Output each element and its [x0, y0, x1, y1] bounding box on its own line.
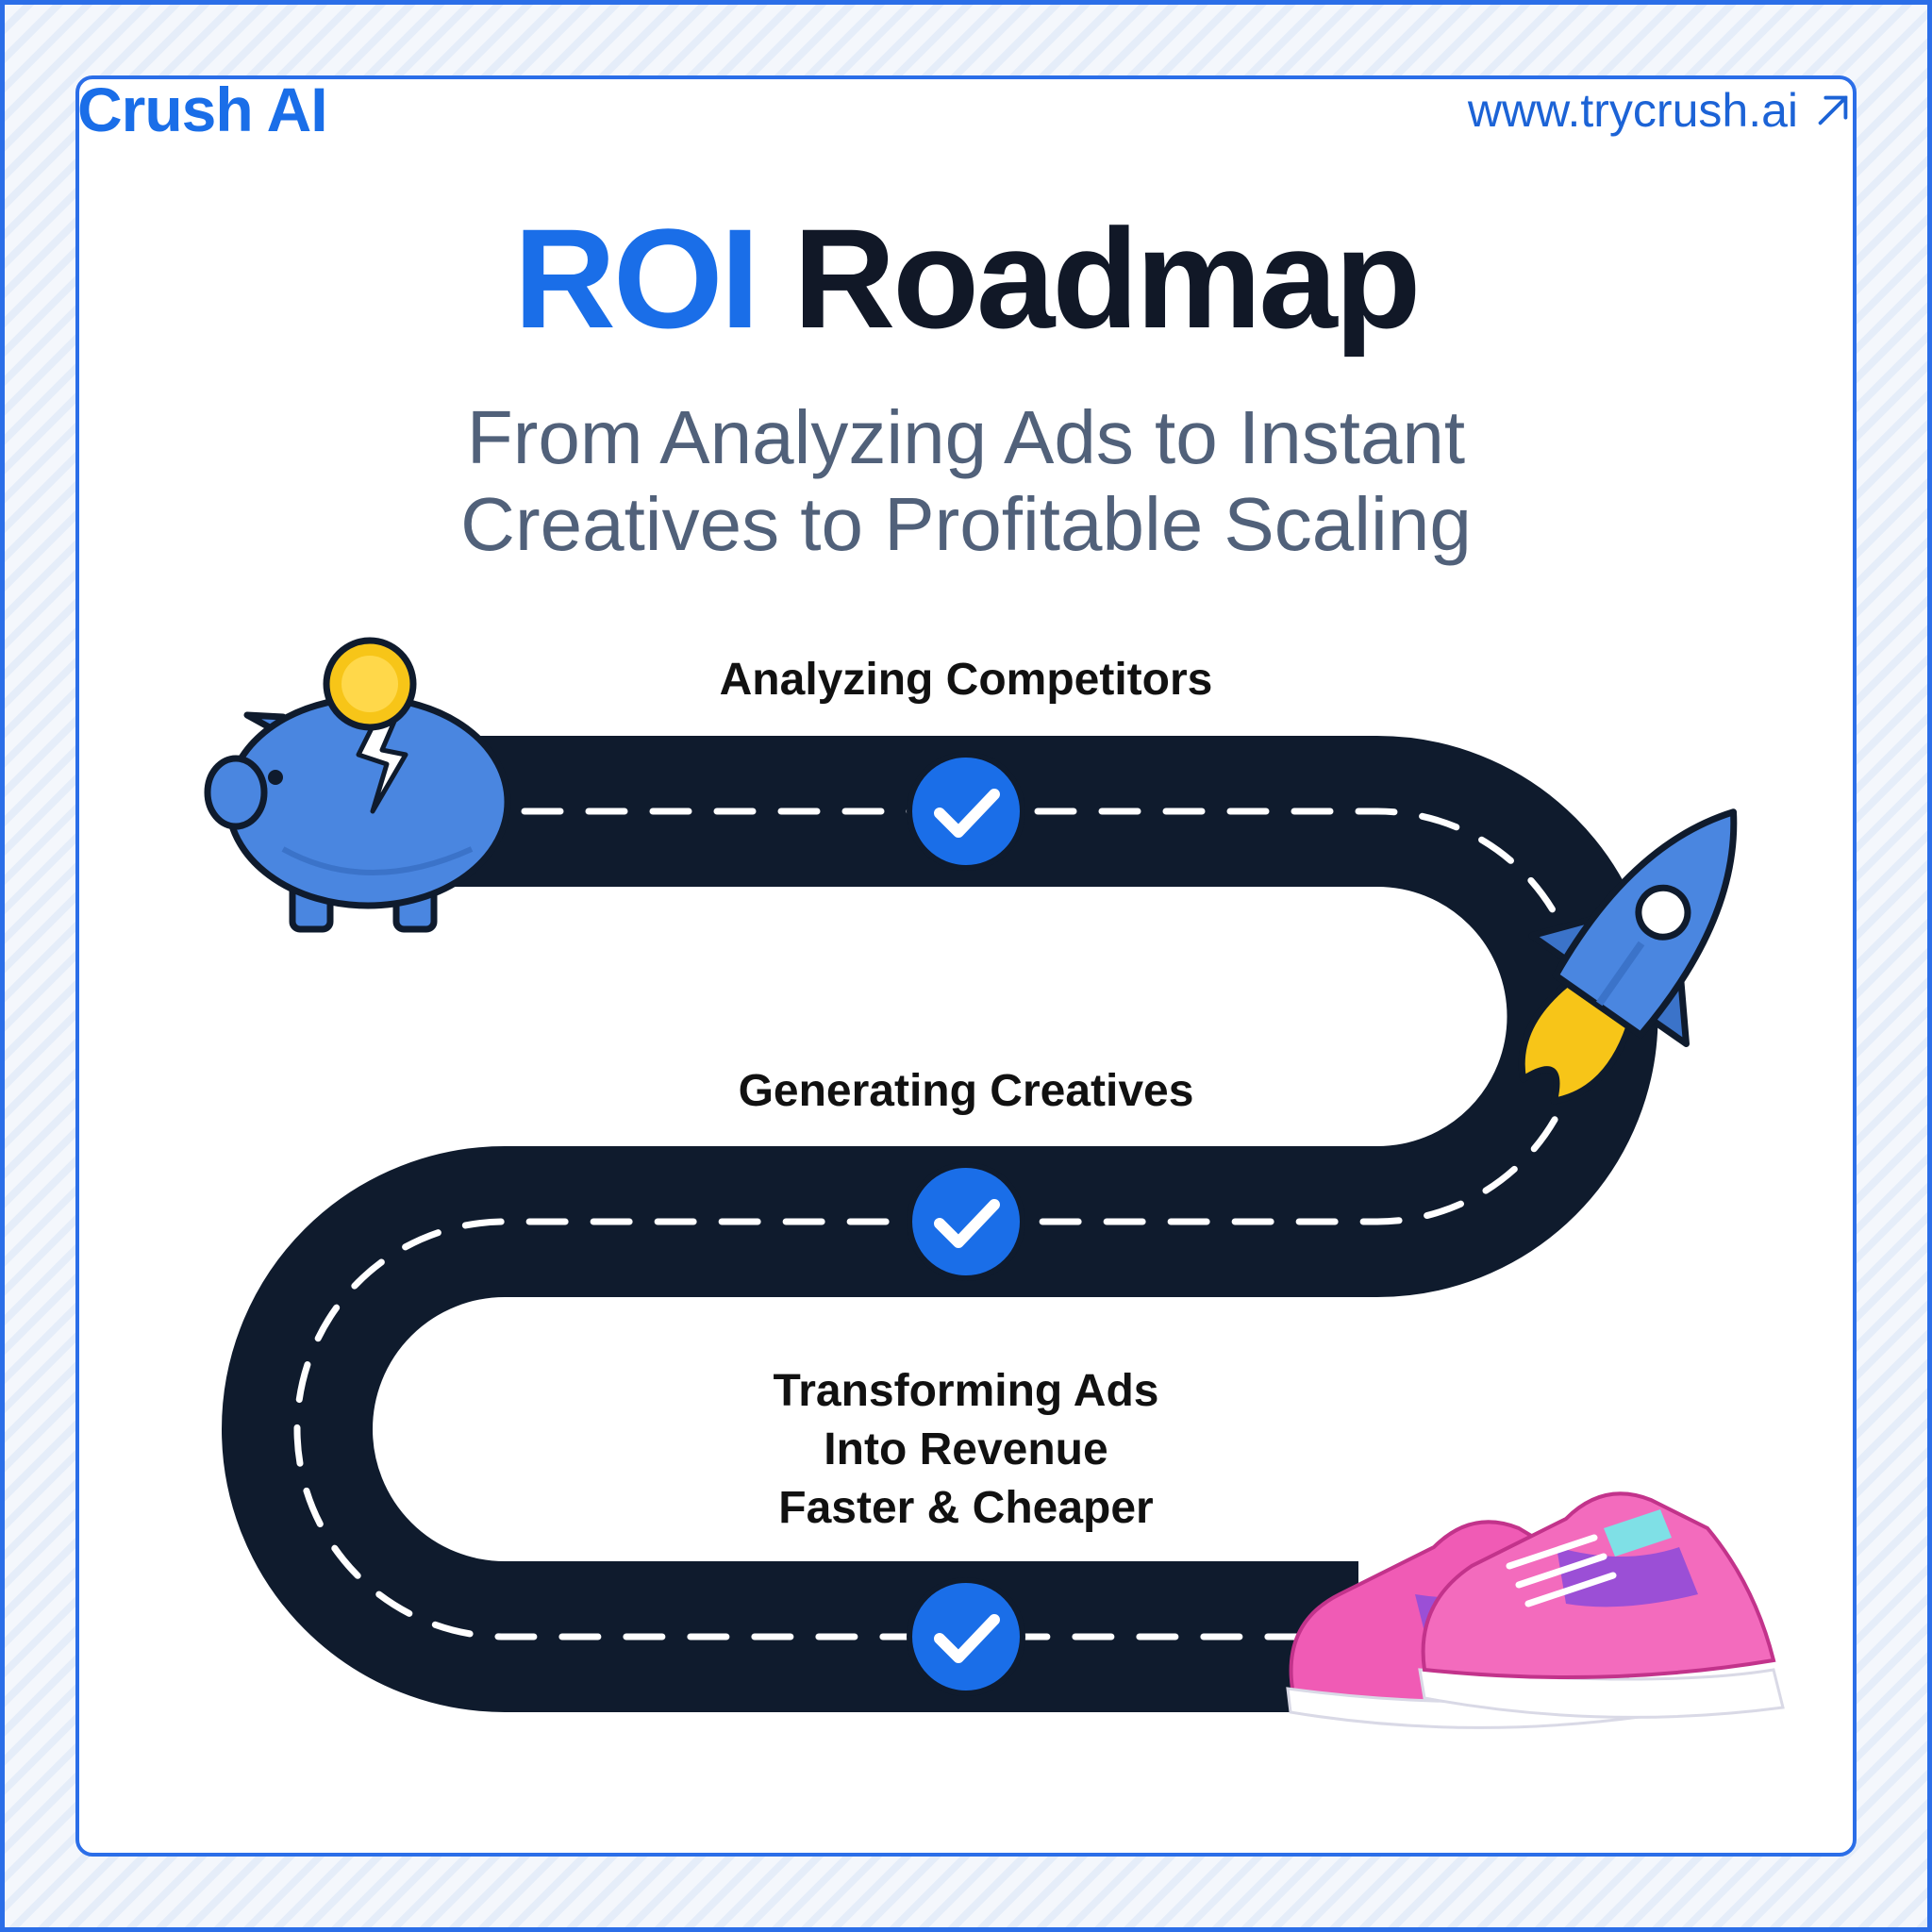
check-circle-icon — [907, 1577, 1025, 1696]
stage-label-2: Generating Creatives — [0, 1062, 1932, 1121]
title-accent: ROI — [513, 199, 760, 358]
piggy-bank-icon — [204, 694, 511, 933]
check-circle-icon — [907, 752, 1025, 871]
stage-label-line: Into Revenue — [824, 1424, 1108, 1474]
coin-icon — [323, 637, 417, 731]
stage-label-line: Analyzing Competitors — [719, 655, 1213, 705]
sneakers-icon — [1286, 1491, 1785, 1729]
subtitle-line-2: Creatives to Profitable Scaling — [460, 482, 1472, 566]
page-title: ROI Roadmap — [0, 208, 1932, 349]
stage-label-3: Transforming Ads Into Revenue Faster & C… — [0, 1362, 1932, 1538]
stage-label-line: Generating Creatives — [738, 1066, 1194, 1116]
stage-label-line: Faster & Cheaper — [778, 1483, 1154, 1533]
brand-logo: Crush AI — [77, 75, 328, 144]
website-url: www.trycrush.ai — [1467, 84, 1798, 137]
website-link[interactable]: www.trycrush.ai — [1468, 83, 1855, 138]
title-rest: Roadmap — [792, 199, 1421, 358]
check-circle-icon — [907, 1162, 1025, 1281]
stage-label-line: Transforming Ads — [773, 1366, 1159, 1416]
subtitle: From Analyzing Ads to Instant Creatives … — [0, 394, 1932, 568]
stage-label-1: Analyzing Competitors — [0, 651, 1932, 709]
subtitle-line-1: From Analyzing Ads to Instant — [466, 395, 1466, 479]
rocket-icon — [1518, 808, 1738, 1105]
arrow-up-right-icon — [1818, 95, 1848, 125]
